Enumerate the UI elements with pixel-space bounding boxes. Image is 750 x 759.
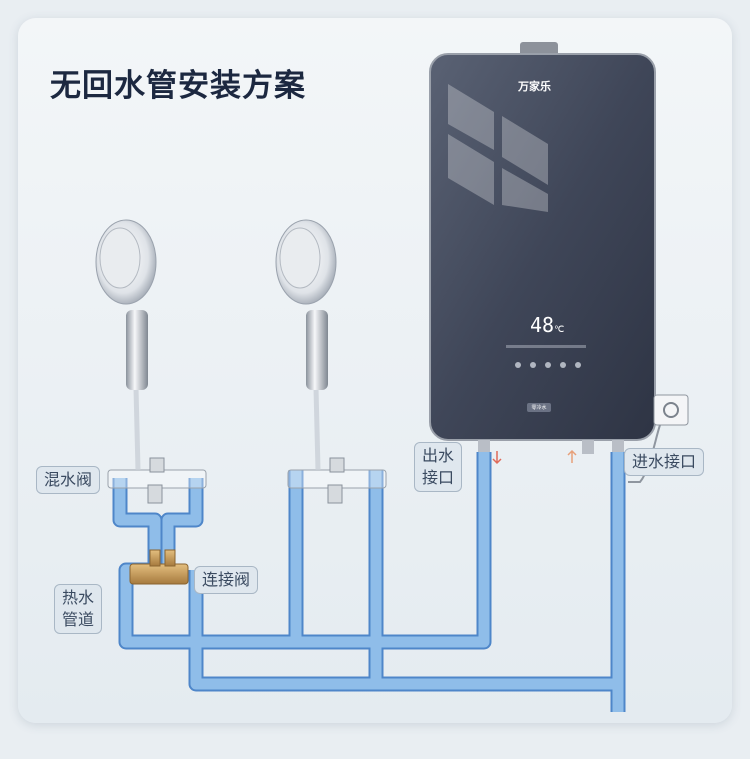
temperature-value: 48	[530, 313, 555, 337]
mixing-valve-right	[287, 457, 387, 504]
connecting-valve-fitting	[129, 549, 189, 585]
hot-water-pipe-label-line2: 管道	[62, 610, 95, 629]
connecting-valve-label: 连接阀	[194, 566, 259, 594]
hot-water-pipe-label: 热水 管道	[54, 584, 103, 634]
shower-head-right	[275, 219, 337, 390]
inlet-label: 进水接口	[624, 448, 705, 476]
shower-head-left	[95, 219, 157, 390]
mixing-valve-label: 混水阀	[36, 466, 101, 494]
shower-hose-right	[313, 387, 321, 471]
heater-badge: 零冷水	[527, 403, 551, 412]
shower-hose-left	[133, 387, 141, 471]
water-heater	[429, 42, 656, 454]
outlet-label: 出水 接口	[414, 442, 463, 492]
cold-arrow-icon	[567, 449, 577, 463]
control-icons	[506, 345, 586, 368]
outlet-label-line2: 接口	[422, 468, 455, 487]
mixing-valve-left	[107, 457, 207, 504]
hot-water-pipe-label-line1: 热水	[62, 588, 95, 607]
outlet-label-line1: 出水	[422, 446, 455, 465]
heater-brand-logo: 万家乐	[518, 80, 551, 93]
hot-arrow-icon	[492, 451, 502, 465]
heater-display: 48℃	[530, 313, 564, 337]
temperature-unit: ℃	[554, 325, 565, 335]
page-title: 无回水管安装方案	[50, 68, 306, 104]
window-reflection	[448, 84, 548, 212]
